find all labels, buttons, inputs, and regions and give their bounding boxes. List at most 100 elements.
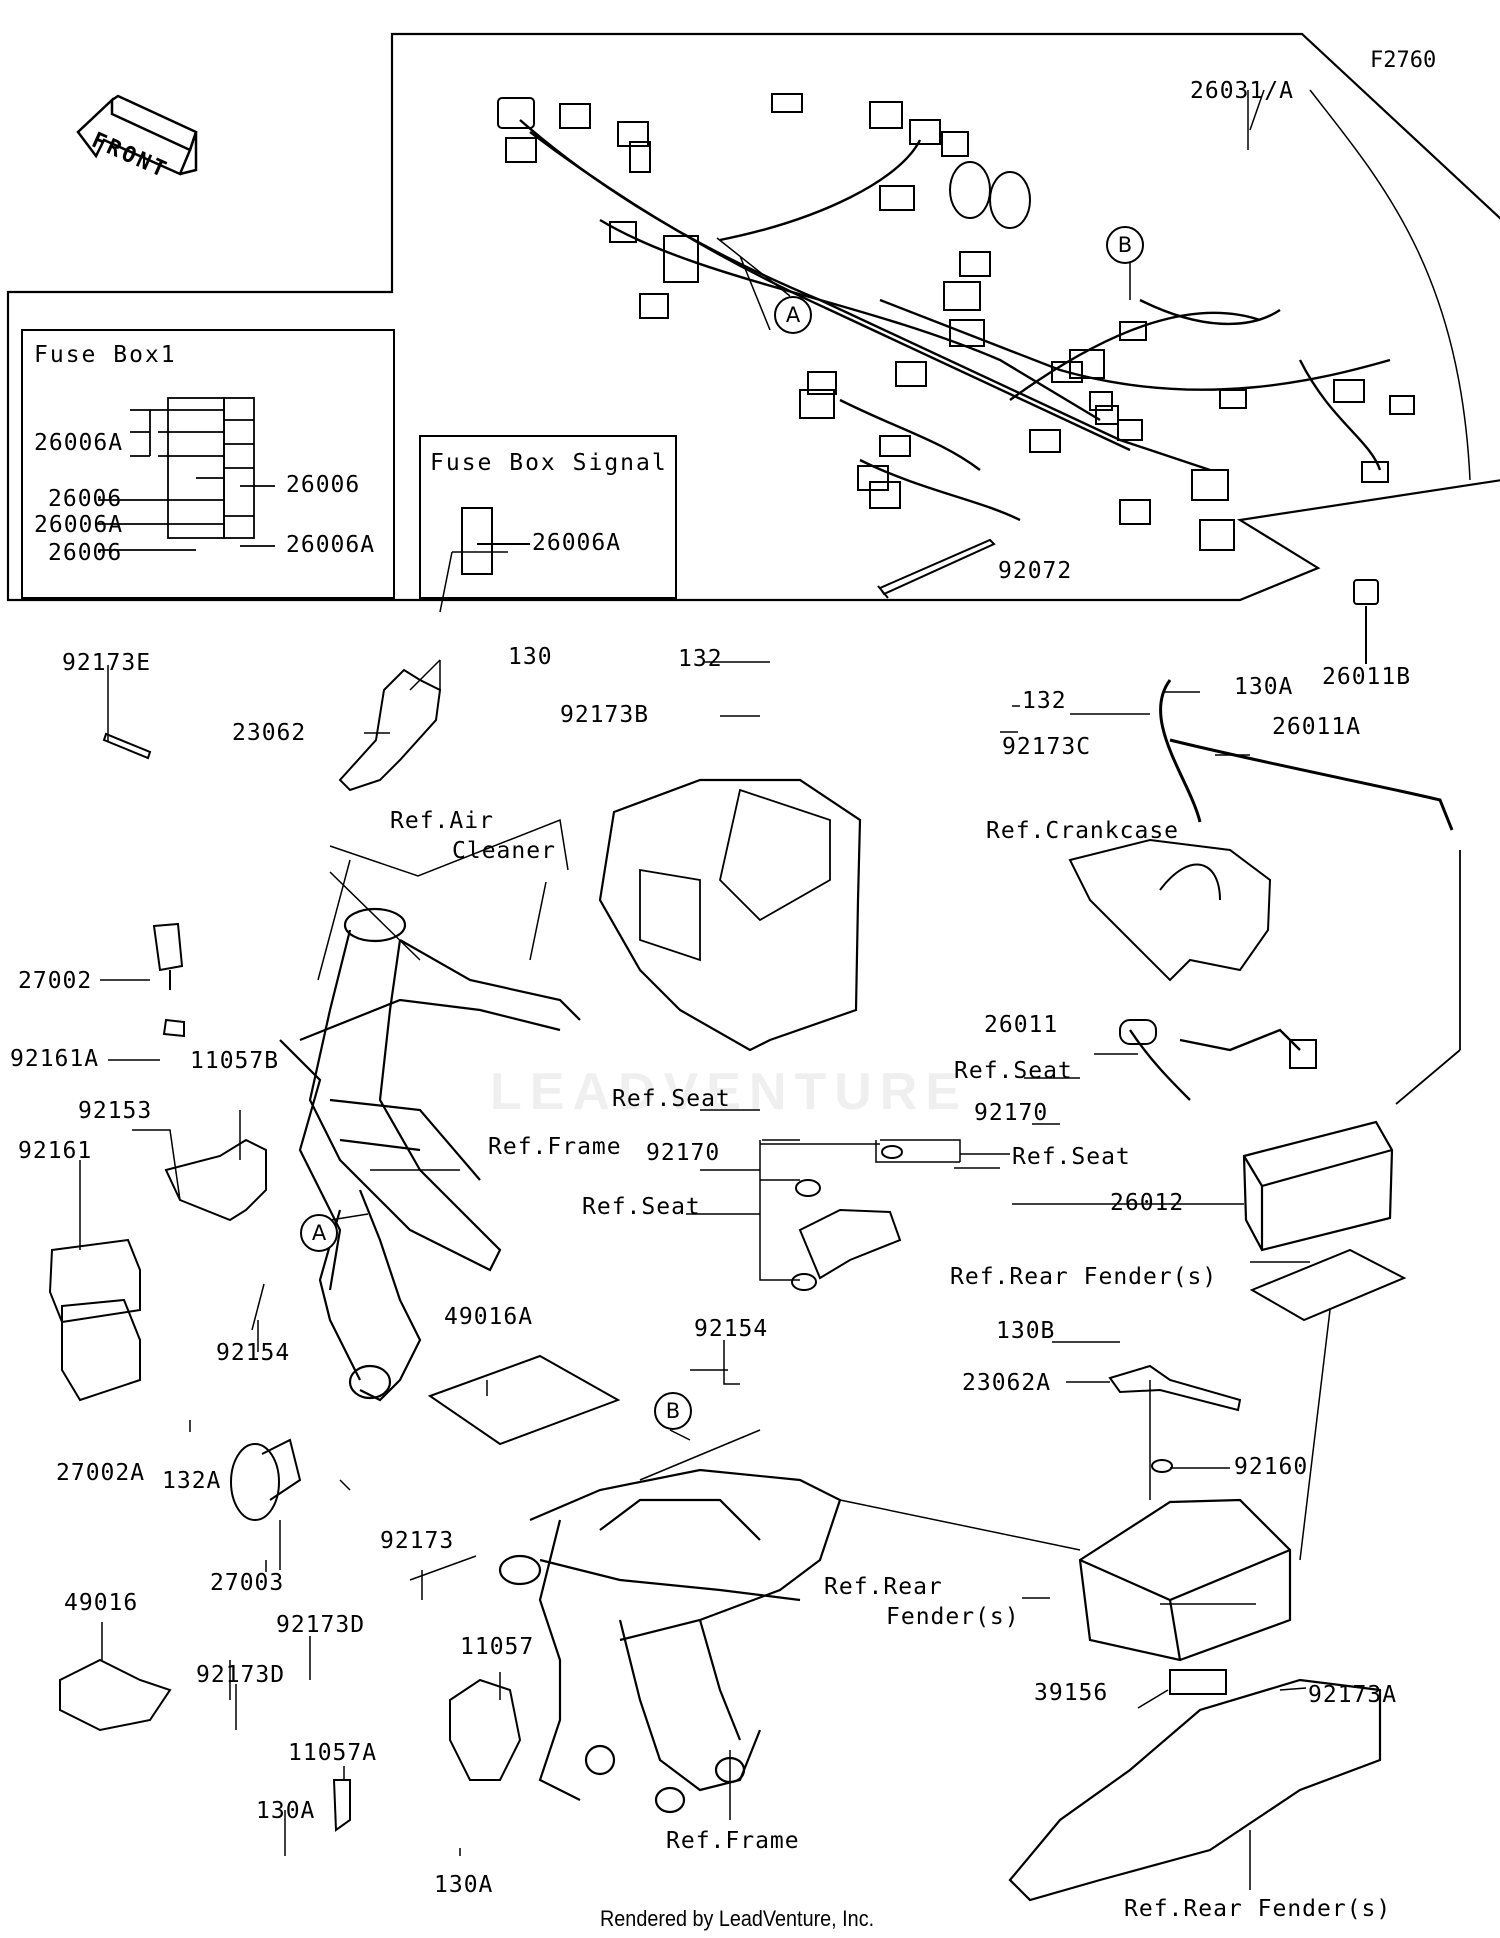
part-49016: 49016 (64, 1590, 139, 1616)
part-92161a: 92161A (10, 1046, 100, 1072)
part-27002: 27002 (18, 968, 93, 994)
part-26012: 26012 (1110, 1190, 1185, 1216)
fuse-label-6: 26006A (286, 532, 376, 558)
bracket-11057b (164, 1138, 267, 1222)
clip-92173e (102, 732, 152, 760)
callout-a-top: A (774, 296, 812, 334)
part-23062a: 23062A (962, 1370, 1052, 1396)
bracket-23062a (1108, 1364, 1242, 1412)
part-11057a: 11057A (288, 1740, 378, 1766)
part-92173: 92173 (380, 1528, 455, 1554)
part-92173a: 92173A (1308, 1682, 1398, 1708)
part-92161: 92161 (18, 1138, 93, 1164)
part-92072: 92072 (998, 558, 1073, 584)
ref-crankcase: Ref.Crankcase (986, 818, 1180, 844)
part-92170-b: 92170 (646, 1140, 721, 1166)
ref-rear-fender-2a: Ref.Rear (824, 1574, 943, 1600)
ref-frame-2: Ref.Frame (666, 1828, 800, 1854)
part-92173d-a: 92173D (276, 1612, 366, 1638)
harness-connectors (497, 93, 1415, 551)
ref-rear-fender-3: Ref.Rear Fender(s) (1124, 1896, 1392, 1922)
part-92170-a: 92170 (974, 1100, 1049, 1126)
figure-id: F2760 (1370, 48, 1437, 73)
frame-upper-ref (279, 907, 581, 1402)
part-23062: 23062 (232, 720, 307, 746)
seat-bracket (798, 1208, 902, 1280)
ecu-92161 (48, 1238, 141, 1324)
part-92173d-b: 92173D (196, 1662, 286, 1688)
front-arrow-icon (76, 94, 198, 176)
part-26011: 26011 (984, 1012, 1059, 1038)
fuse-label-4: 26006 (48, 540, 123, 566)
ref-frame-1: Ref.Frame (488, 1134, 622, 1160)
part-92153: 92153 (78, 1098, 153, 1124)
connector-26011b (1353, 579, 1379, 605)
part-92173c: 92173C (1002, 734, 1092, 760)
part-26011b: 26011B (1322, 664, 1412, 690)
bracket-11057a (332, 1779, 351, 1832)
part-130b: 130B (996, 1318, 1056, 1344)
ref-seat-2: Ref.Seat (612, 1086, 731, 1112)
fuse-box-signal-frame (419, 435, 677, 599)
frame-lower-ref (498, 1468, 842, 1814)
fuse-label-5: 26006 (286, 472, 361, 498)
watermark: LEADVENTURE (490, 1063, 969, 1121)
part-11057: 11057 (460, 1634, 535, 1660)
part-27002a: 27002A (56, 1460, 146, 1486)
part-92154-a: 92154 (216, 1340, 291, 1366)
callout-b-top: B (1106, 226, 1144, 264)
fuse-signal-label: 26006A (532, 530, 622, 556)
relay-27002 (152, 922, 185, 1038)
fuse-label-1: 26006A (34, 430, 124, 456)
air-cleaner-ref (598, 778, 862, 1052)
crankcase-ref (1068, 838, 1272, 982)
part-130a-a: 130A (256, 1798, 316, 1824)
label-49016a (427, 1354, 621, 1446)
ref-air-cleaner-2: Cleaner (452, 838, 556, 864)
bracket-11057 (449, 1678, 522, 1781)
part-130a-b: 130A (434, 1872, 494, 1898)
part-27003: 27003 (210, 1570, 285, 1596)
footer-credit: Rendered by LeadVenture, Inc. (600, 1906, 875, 1931)
fuse-box-signal-title: Fuse Box Signal (430, 450, 668, 476)
part-130a-top: 130A (1234, 674, 1294, 700)
fuse-box1-frame (21, 329, 395, 599)
callout-b-frame: B (654, 1392, 692, 1430)
part-130: 130 (508, 644, 553, 670)
starter-relay-26011 (1129, 1028, 1301, 1101)
battery-26012 (1242, 1120, 1394, 1252)
fuse-block-1 (98, 397, 275, 551)
part-92154-b: 92154 (694, 1316, 769, 1342)
cable-tie-92072 (877, 538, 996, 599)
battery-cable-26011a (1159, 679, 1454, 831)
part-92173b: 92173B (560, 702, 650, 728)
ref-seat-4: Ref.Seat (582, 1194, 701, 1220)
ref-rear-fender-2b: Fender(s) (886, 1604, 1020, 1630)
fuse-signal-block (461, 507, 493, 575)
part-92173e: 92173E (62, 650, 152, 676)
fuse-label-2: 26006 (48, 486, 123, 512)
bracket-23062 (338, 668, 442, 792)
part-26031a: 26031/A (1190, 78, 1294, 104)
part-132-a: 132 (678, 646, 723, 672)
part-49016a: 49016A (444, 1304, 534, 1330)
part-26011a: 26011A (1272, 714, 1362, 740)
harness-panel-outline (6, 32, 1500, 602)
part-39156 (1169, 1669, 1227, 1695)
ref-seat-1: Ref.Seat (954, 1058, 1073, 1084)
part-92160: 92160 (1234, 1454, 1309, 1480)
leader-lines (79, 89, 1471, 1890)
ref-seat-3: Ref.Seat (1012, 1144, 1131, 1170)
fuse-box1-title: Fuse Box1 (34, 342, 177, 368)
part-11057b: 11057B (190, 1048, 280, 1074)
ecu-27002a (61, 1298, 141, 1402)
ref-air-cleaner-1: Ref.Air (390, 808, 494, 834)
battery-pad (1249, 1248, 1407, 1322)
battery-case-ref (1078, 1498, 1292, 1662)
callout-a-frame: A (300, 1214, 338, 1252)
ref-rear-fender-1: Ref.Rear Fender(s) (950, 1264, 1218, 1290)
fuse-label-3: 26006A (34, 512, 124, 538)
part-39156: 39156 (1034, 1680, 1109, 1706)
part-132-b: 132 (1022, 688, 1067, 714)
